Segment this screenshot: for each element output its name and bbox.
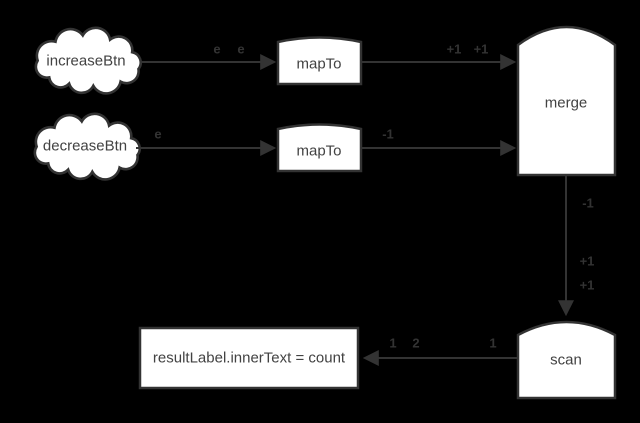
edge-label-mapto2-out: -1: [382, 126, 394, 142]
edge-label-merge-out-3: +1: [579, 277, 595, 293]
node-label-map-to-1: mapTo: [296, 55, 342, 73]
map-to-1-block: [276, 36, 363, 86]
node-label-decrease-btn: decreaseBtn: [42, 137, 128, 155]
edge-label-decrease-e: e: [154, 126, 162, 142]
node-label-increase-btn: increaseBtn: [46, 52, 126, 70]
increase-btn-cloud: [34, 26, 142, 95]
node-label-result: resultLabel.innerText = count: [152, 349, 346, 367]
node-label-map-to-2: mapTo: [296, 142, 342, 160]
map-to-2-block: [276, 123, 363, 173]
edge-label-scan-out-2: 2: [412, 335, 420, 351]
merge-block: [516, 25, 617, 177]
edge-label-merge-out-1: -1: [582, 195, 594, 211]
edge-label-scan-out-1: 1: [389, 335, 397, 351]
result-label-box: [138, 326, 360, 390]
scan-block: [516, 320, 617, 400]
edge-label-mapto1-out-2: +1: [473, 41, 489, 57]
node-label-scan: scan: [550, 351, 582, 369]
edge-label-scan-out-3: 1: [489, 335, 497, 351]
edge-label-increase-e-1: e: [213, 41, 221, 57]
edge-label-increase-e-2: e: [237, 41, 245, 57]
decrease-btn-cloud: [33, 112, 141, 181]
edge-label-mapto1-out-1: +1: [446, 41, 462, 57]
edge-label-merge-out-2: +1: [579, 253, 595, 269]
node-label-merge: merge: [544, 94, 588, 112]
